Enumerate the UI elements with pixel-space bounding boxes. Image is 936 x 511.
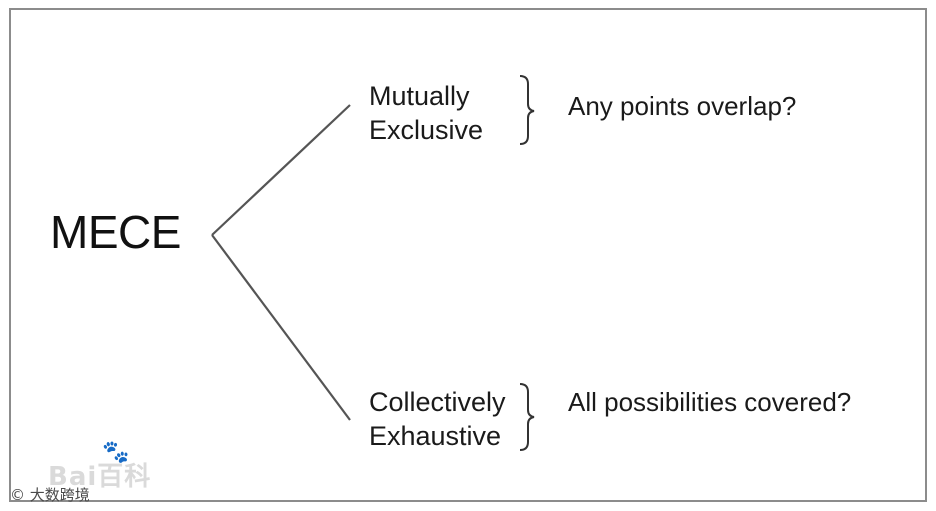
- branch-label-line2: Exhaustive: [369, 421, 502, 451]
- watermark: 🐾 Bai百科 © 大数跨境: [10, 440, 230, 504]
- root-label: MECE: [50, 206, 181, 258]
- connector-line-bottom: [211, 234, 351, 421]
- connector-line-top: [211, 104, 351, 236]
- branch-collectively-exhaustive: Collectively Exhaustive: [369, 385, 506, 453]
- watermark-sub: © 大数跨境: [10, 486, 90, 504]
- question-overlap: Any points overlap?: [568, 91, 797, 121]
- question-covered: All possibilities covered?: [568, 387, 852, 417]
- brace-bottom: [519, 383, 535, 451]
- branch-mutually-exclusive: Mutually Exclusive: [369, 79, 483, 147]
- watermark-main: Bai百科: [48, 462, 152, 492]
- paw-icon: 🐾: [102, 440, 130, 465]
- branch-label-line1: Mutually: [369, 81, 470, 111]
- diagram-frame: [9, 8, 927, 502]
- branch-label-line1: Collectively: [369, 387, 506, 417]
- brace-top: [519, 75, 535, 145]
- branch-label-line2: Exclusive: [369, 115, 484, 145]
